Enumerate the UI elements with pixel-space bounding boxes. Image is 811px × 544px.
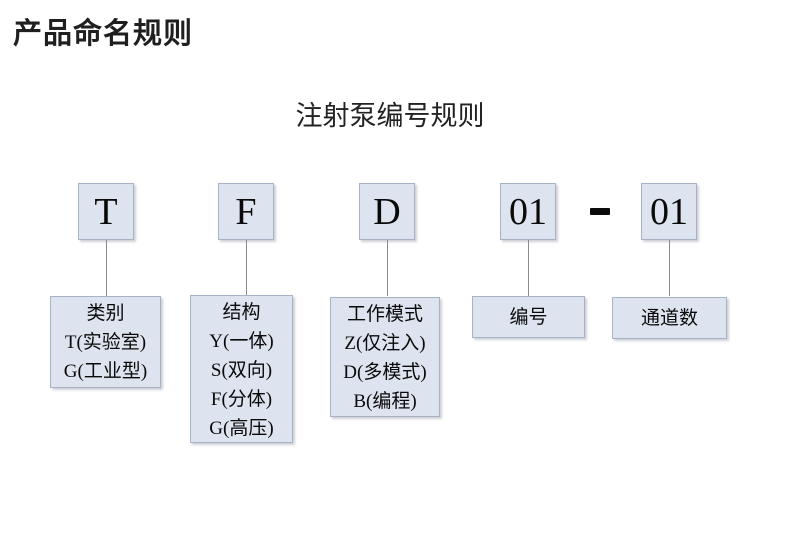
- legend-structure: 结构 Y(一体) S(双向) F(分体) G(高压): [190, 295, 293, 443]
- legend-line: S(双向): [210, 360, 273, 381]
- separator-dash-text: -: [590, 208, 591, 209]
- code-label-structure: F: [235, 190, 257, 233]
- legend-line: 工作模式: [346, 304, 423, 325]
- code-box-structure: F: [218, 183, 274, 240]
- legend-line: G(高压): [209, 418, 274, 439]
- legend-work-mode: 工作模式 Z(仅注入) D(多模式) B(编程): [330, 297, 440, 417]
- code-box-number: 01: [500, 183, 556, 240]
- page-heading: 产品命名规则: [13, 18, 194, 50]
- connector-line-category: [106, 240, 107, 296]
- separator-dash: -: [590, 208, 610, 215]
- code-label-category: T: [94, 190, 118, 233]
- legend-channels: 通道数: [612, 297, 727, 339]
- connector-line-work-mode: [387, 240, 388, 296]
- connector-line-structure: [246, 240, 247, 296]
- legend-line: 结构: [222, 302, 261, 323]
- legend-line: Y(一体): [209, 331, 274, 352]
- legend-number: 编号: [472, 296, 585, 338]
- legend-line: G(工业型): [63, 361, 148, 382]
- legend-line: B(编程): [353, 391, 417, 412]
- connector-line-channels: [669, 240, 670, 296]
- code-label-number: 01: [509, 190, 547, 233]
- legend-line: 编号: [509, 306, 548, 328]
- diagram-title: 注射泵编号规则: [295, 101, 485, 131]
- connector-line-number: [528, 240, 529, 296]
- legend-line: D(多模式): [343, 362, 427, 383]
- code-label-work-mode: D: [373, 190, 401, 233]
- legend-line: 类别: [86, 303, 125, 324]
- legend-line: F(分体): [210, 389, 273, 410]
- code-box-work-mode: D: [359, 183, 415, 240]
- code-box-channels: 01: [641, 183, 697, 240]
- legend-category: 类别 T(实验室) G(工业型): [50, 296, 161, 388]
- legend-line: 通道数: [640, 307, 698, 329]
- legend-line: Z(仅注入): [344, 333, 426, 354]
- code-label-channels: 01: [650, 190, 688, 233]
- code-box-category: T: [78, 183, 134, 240]
- legend-line: T(实验室): [64, 332, 147, 353]
